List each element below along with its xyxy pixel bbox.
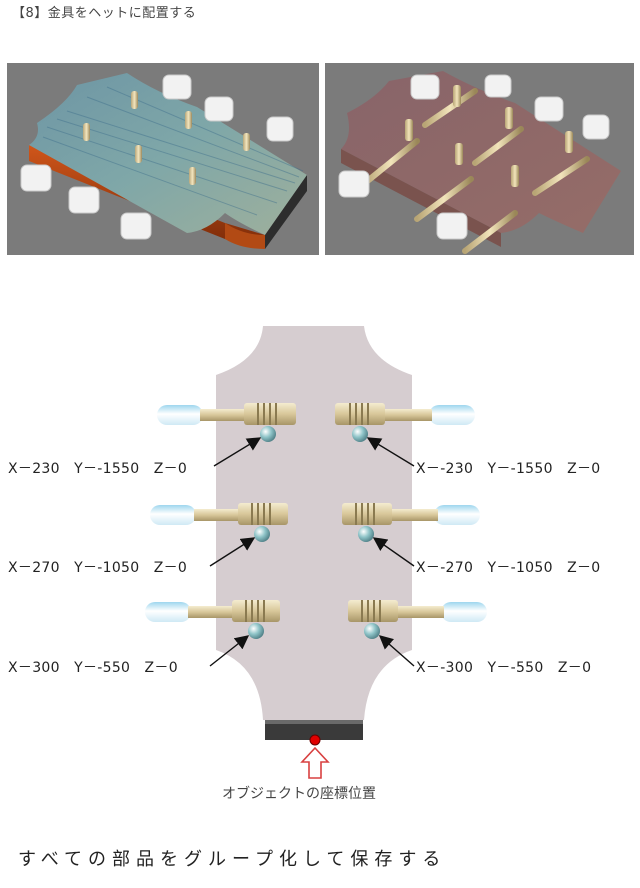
- tuner-right-2: [342, 503, 480, 542]
- footer-note: すべての部品をグループ化して保存する: [18, 849, 447, 870]
- tuner-left-2: [150, 503, 288, 542]
- section-heading: 【8】金具をヘットに配置する: [12, 6, 197, 21]
- coord-right-2: X－-270 Y－-1050 Z－0: [416, 560, 601, 576]
- coord-right-1: X－-230 Y－-1550 Z－0: [416, 461, 601, 477]
- tuner-right-3: [348, 600, 487, 639]
- render-wood-head: [7, 63, 319, 255]
- coord-right-3: X－-300 Y－-550 Z－0: [416, 660, 592, 676]
- origin-dot: [309, 734, 321, 746]
- coord-left-1: X－230 Y－-1550 Z－0: [8, 461, 188, 477]
- tuner-left-3: [145, 600, 280, 639]
- nut-block: [265, 720, 363, 740]
- tuner-left-1: [157, 403, 296, 442]
- coord-left-2: X－270 Y－-1050 Z－0: [8, 560, 188, 576]
- tuner-right-1: [335, 403, 475, 442]
- render-transparent-head: [325, 63, 634, 255]
- origin-caption: オブジェクトの座標位置: [222, 786, 376, 802]
- head-outline: [216, 326, 412, 720]
- origin-arrow: [300, 746, 330, 779]
- coord-left-3: X－300 Y－-550 Z－0: [8, 660, 178, 676]
